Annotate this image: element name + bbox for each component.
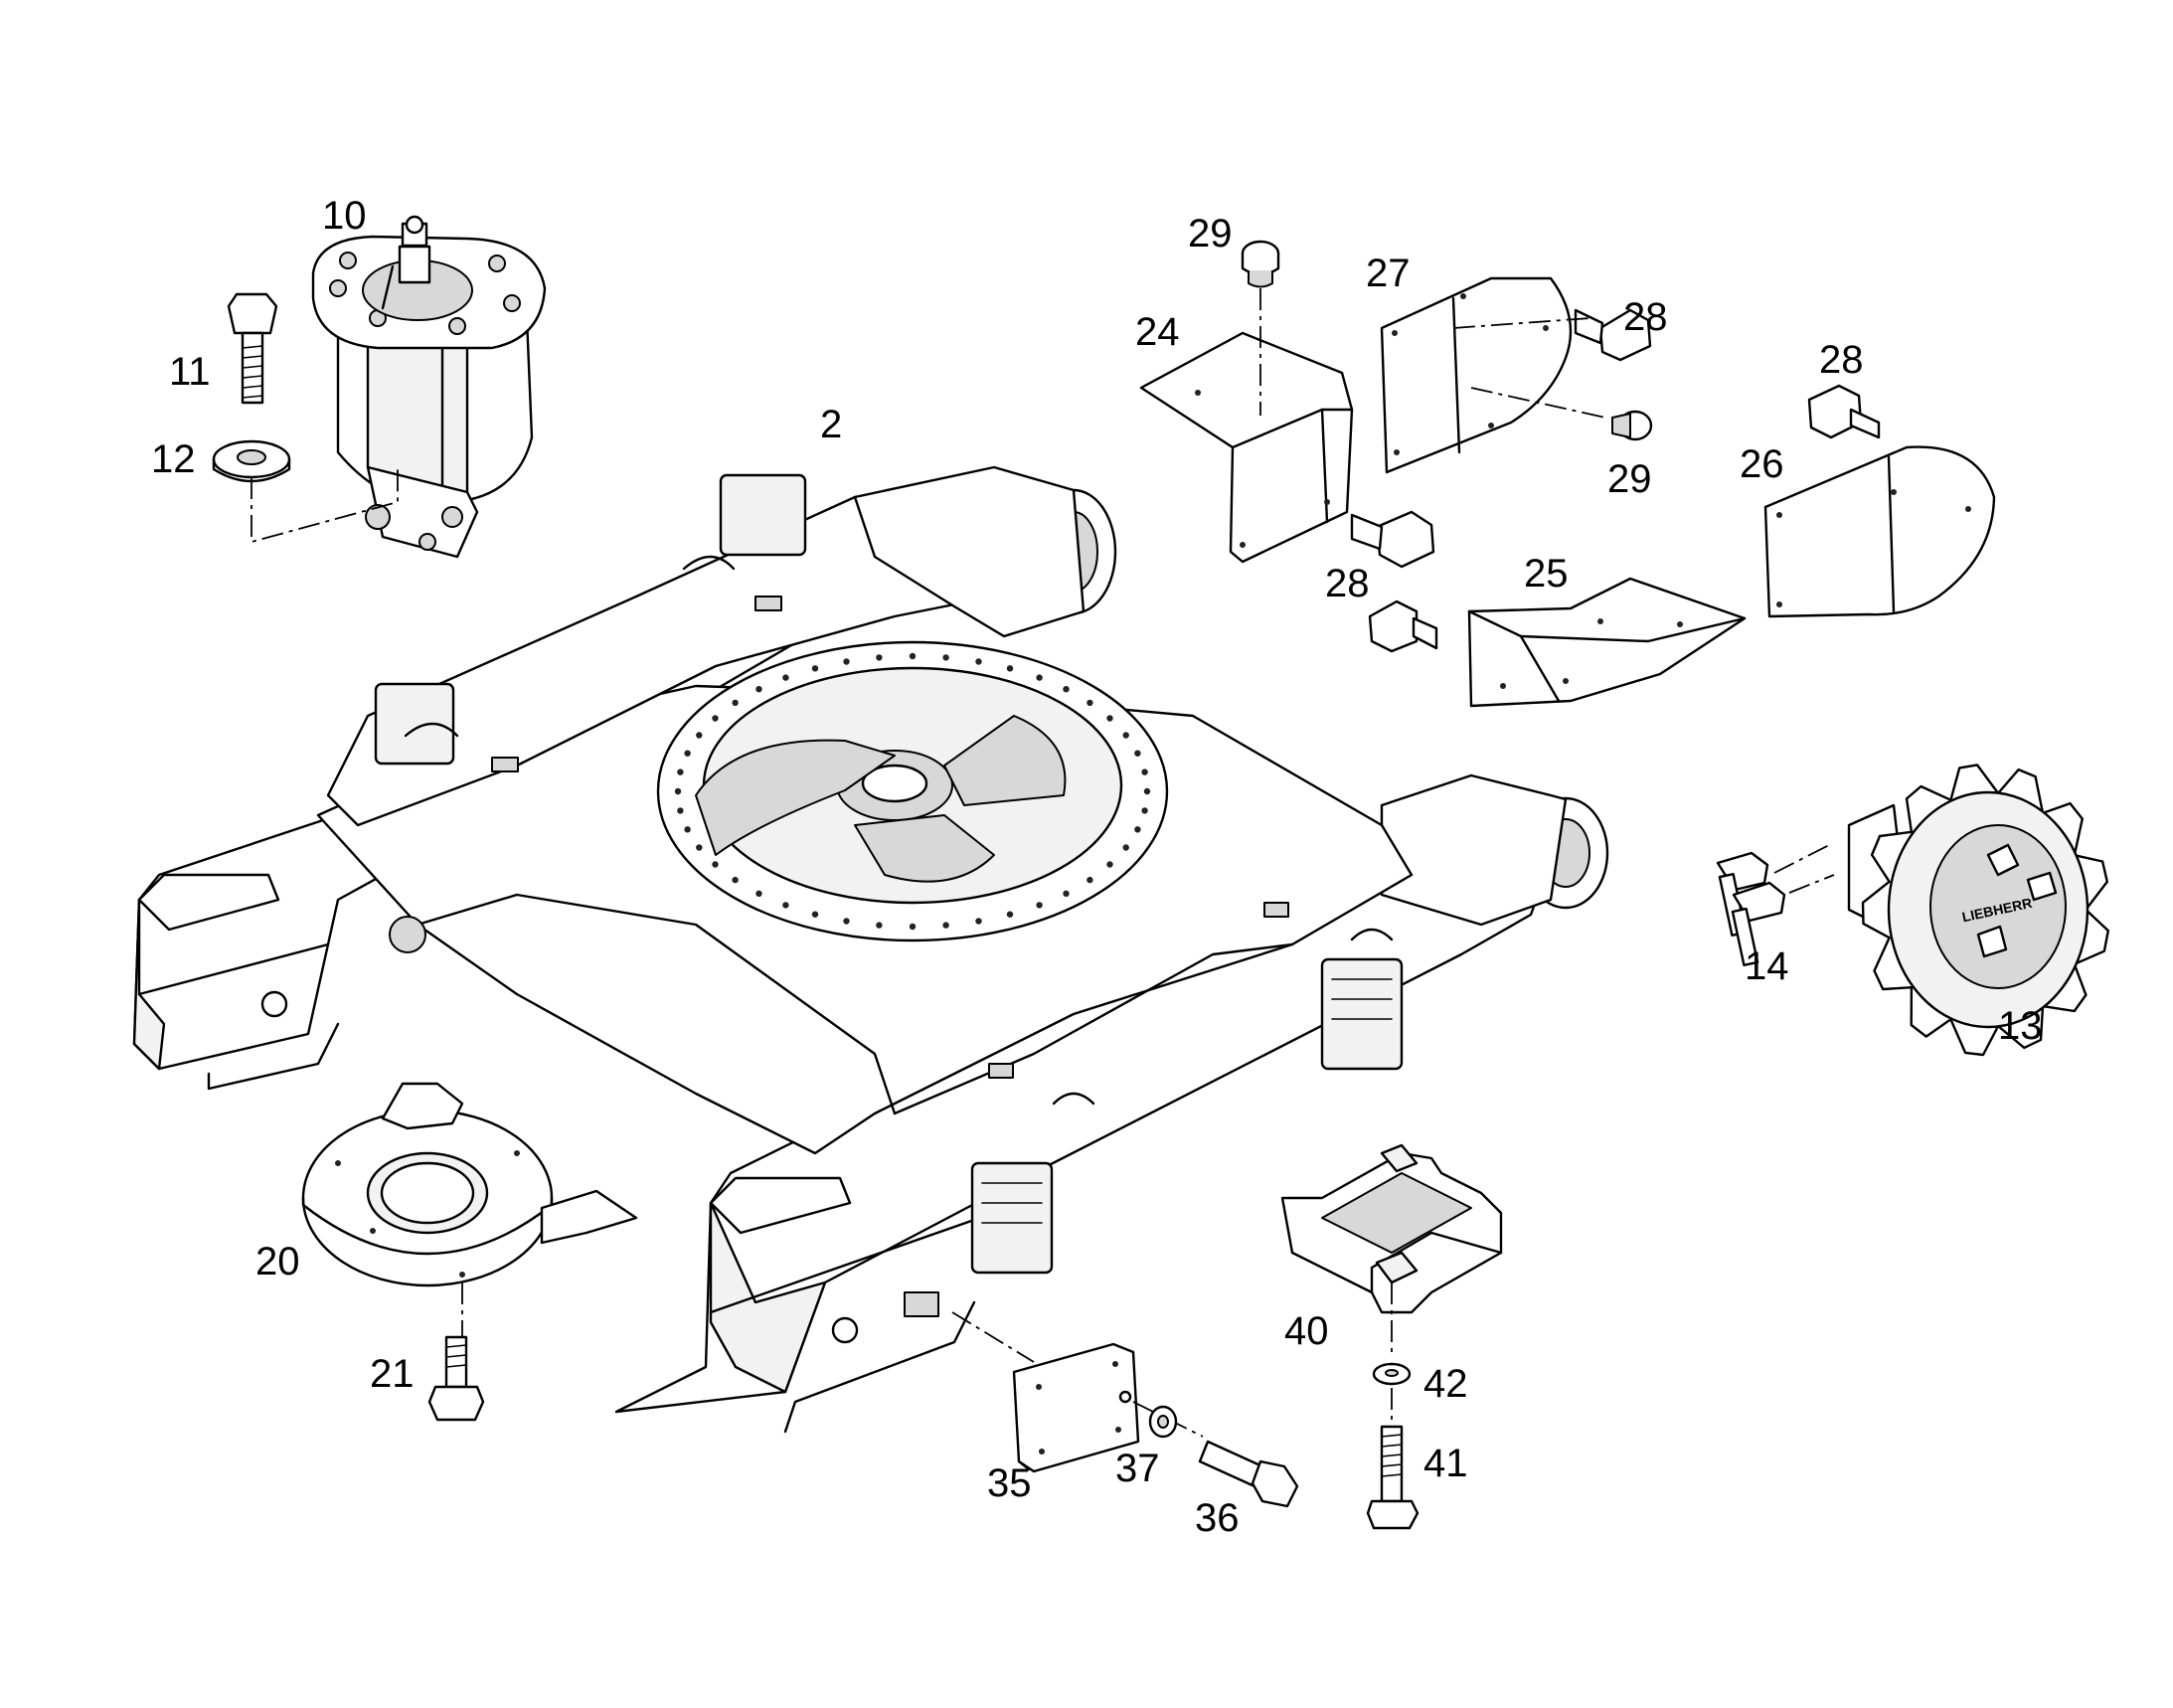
rotary-joint (311, 215, 547, 559)
ring-bolt-hole (1134, 750, 1141, 757)
ring-bolt-hole (909, 652, 917, 660)
callout-11: 11 (169, 350, 211, 394)
callout-10: 10 (322, 194, 367, 238)
ring-bolt-hole (684, 750, 691, 757)
washer-37 (1148, 1405, 1178, 1439)
shield-25 (1467, 577, 1747, 708)
ring-bolt-hole (782, 902, 789, 909)
bolt-28-d (1807, 384, 1881, 439)
callout-13: 13 (1998, 1004, 2043, 1048)
track-guide-40 (1280, 1143, 1503, 1314)
ring-bolt-hole (942, 654, 949, 661)
ring-bolt-hole (1122, 732, 1129, 739)
bolt-28-b (1350, 510, 1435, 569)
callout-26: 26 (1740, 442, 1784, 486)
ring-bolt-hole (696, 732, 703, 739)
cover-26 (1763, 445, 1996, 618)
ring-bolt-hole (677, 807, 684, 814)
bolt-21 (427, 1335, 485, 1422)
callout-29-top: 29 (1188, 212, 1233, 256)
bolts-14 (1716, 851, 1786, 966)
callout-14: 14 (1745, 944, 1789, 988)
plug-29-top (1241, 240, 1280, 288)
ring-bolt-hole (1036, 902, 1043, 909)
leader-11-12 (251, 467, 399, 544)
callout-2: 2 (820, 403, 842, 446)
ring-bolt-hole (1106, 861, 1113, 868)
ring-bolt-hole (696, 844, 703, 851)
slewing-ring-bolt-holes (674, 652, 1151, 931)
ring-bolt-hole (909, 923, 917, 931)
plate-20 (301, 1082, 638, 1287)
ring-bolt-hole (1006, 911, 1014, 918)
callout-28-a: 28 (1623, 295, 1668, 339)
bolt-28-a (1574, 308, 1652, 362)
callout-37: 37 (1115, 1447, 1160, 1490)
leader-14 (1773, 844, 1835, 894)
callout-27: 27 (1366, 252, 1411, 295)
ring-bolt-hole (674, 787, 682, 795)
bolt-41 (1366, 1425, 1420, 1530)
undercarriage-frame (132, 465, 1609, 1434)
cover-27 (1380, 276, 1573, 474)
ring-bolt-hole (712, 715, 719, 722)
ring-bolt-hole (1122, 844, 1129, 851)
ring-bolt-hole (712, 861, 719, 868)
ring-bolt-hole (1141, 807, 1148, 814)
ring-bolt-hole (1006, 665, 1014, 672)
ring-bolt-hole (975, 658, 982, 665)
cover-plate-35 (1012, 1342, 1140, 1473)
washer-12 (212, 439, 291, 483)
callout-42: 42 (1423, 1362, 1468, 1406)
ring-bolt-hole (1063, 686, 1070, 693)
ring-bolt-hole (1086, 699, 1093, 707)
callout-36: 36 (1195, 1496, 1240, 1540)
ring-bolt-hole (843, 918, 850, 925)
ring-bolt-hole (677, 769, 684, 775)
callout-12: 12 (151, 437, 196, 481)
travel-drive-sprocket: LIEBHERR (1847, 764, 2109, 1057)
bolt-28-c (1368, 599, 1438, 653)
callout-25: 25 (1524, 552, 1569, 596)
plug-29-right (1611, 410, 1653, 441)
callout-40: 40 (1284, 1309, 1329, 1353)
bolt-11 (227, 292, 278, 405)
ring-bolt-hole (942, 922, 949, 929)
callout-labels: 10 11 12 2 29 24 27 28 29 28 26 28 25 28… (151, 194, 2043, 1540)
callout-21: 21 (370, 1352, 415, 1396)
ring-bolt-hole (1086, 876, 1093, 884)
leader-35 (951, 1311, 1035, 1363)
washer-42 (1372, 1362, 1412, 1386)
ring-bolt-hole (1063, 890, 1070, 897)
callout-41: 41 (1423, 1442, 1468, 1485)
callout-24: 24 (1135, 310, 1180, 354)
ring-bolt-hole (1134, 826, 1141, 833)
callout-35: 35 (987, 1461, 1032, 1505)
callout-29-right: 29 (1607, 457, 1652, 501)
ring-bolt-hole (876, 654, 883, 661)
callout-20: 20 (255, 1240, 300, 1283)
guard-24 (1139, 331, 1354, 564)
ring-bolt-hole (1106, 715, 1113, 722)
callout-28-c: 28 (1325, 562, 1370, 605)
leader-27-28-29 (1452, 317, 1606, 419)
ring-bolt-hole (876, 922, 883, 929)
ring-bolt-hole (811, 665, 819, 672)
ring-bolt-hole (843, 658, 850, 665)
ring-bolt-hole (1143, 787, 1151, 795)
ring-bolt-hole (811, 911, 819, 918)
ring-bolt-hole (732, 876, 739, 884)
ring-bolt-hole (755, 686, 762, 693)
callout-28-b: 28 (1819, 338, 1864, 382)
ring-bolt-hole (684, 826, 691, 833)
ring-bolt-hole (1141, 769, 1148, 775)
ring-bolt-hole (1036, 674, 1043, 681)
ring-bolt-hole (975, 918, 982, 925)
bolt-36 (1198, 1440, 1299, 1508)
ring-bolt-hole (755, 890, 762, 897)
ring-bolt-hole (782, 674, 789, 681)
ring-bolt-hole (732, 699, 739, 707)
